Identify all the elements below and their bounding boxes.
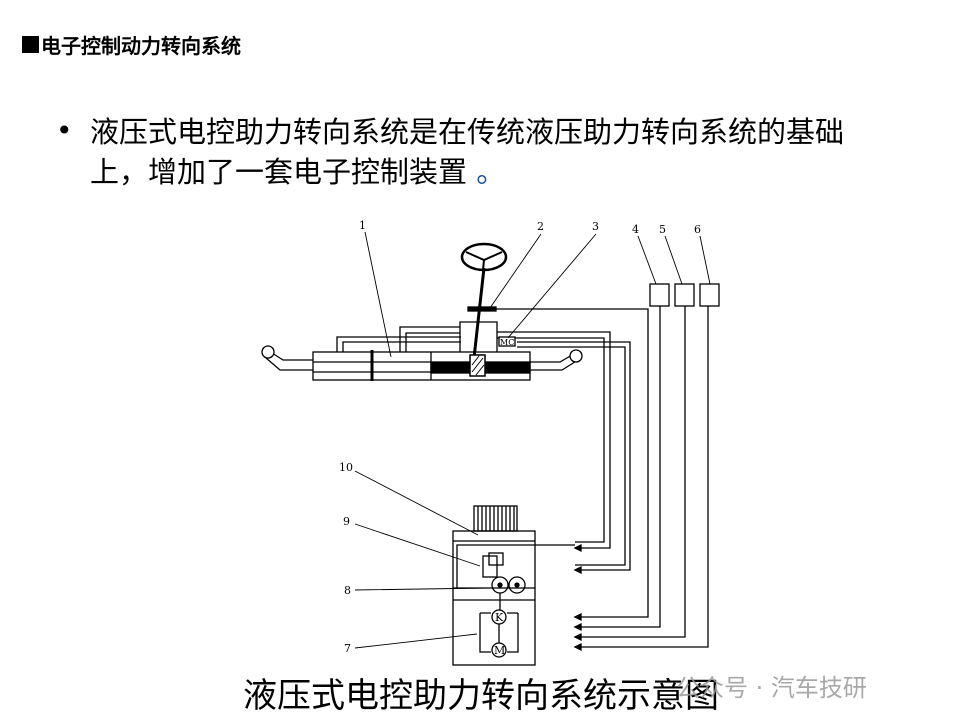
solenoid-valve: MC [498, 336, 516, 347]
bullet-end: 。 [467, 155, 506, 189]
callout-3: 3 [592, 220, 599, 233]
sensor-box-6 [699, 283, 720, 307]
figure-caption: 液压式电控助力转向系统示意图 [243, 676, 719, 716]
callout-7: 7 [344, 642, 351, 655]
sensor-box-4 [649, 283, 670, 307]
torque-sensor [467, 306, 497, 312]
sensor-box-5 [674, 283, 695, 307]
bullet-paragraph: 液压式电控助力转向系统是在传统液压助力转向系统的基础上，增加了一套电子控制装置 … [90, 112, 900, 192]
callout-10: 10 [339, 461, 353, 474]
callout-4: 4 [632, 223, 639, 236]
motor-k-label: K [495, 611, 504, 624]
callout-9: 9 [343, 515, 350, 528]
callout-5: 5 [659, 223, 666, 236]
callout-1: 1 [359, 219, 366, 232]
watermark: 公众号 · 汽车技研 [676, 674, 867, 702]
callout-8: 8 [344, 584, 351, 597]
svg-text:MC: MC [500, 338, 514, 347]
bullet-text: 液压式电控助力转向系统是在传统液压助力转向系统的基础上，增加了一套电子控制装置 [90, 115, 845, 189]
tie-rods [261, 345, 583, 371]
heading-square-icon [22, 36, 39, 53]
hydraulic-lines [497, 331, 631, 571]
callout-2: 2 [537, 220, 544, 233]
bullet-dot-icon: • [56, 114, 73, 147]
cylinder-pipes [336, 326, 461, 352]
signal-wires [496, 306, 709, 648]
pump-unit [452, 505, 575, 666]
steering-wheel-icon [460, 242, 508, 272]
callout-6: 6 [694, 223, 701, 236]
power-cylinder [312, 350, 531, 381]
motor-m-label: M [494, 644, 505, 657]
heading-text: 电子控制动力转向系统 [41, 34, 241, 58]
slide-heading: 电子控制动力转向系统 [22, 30, 241, 59]
